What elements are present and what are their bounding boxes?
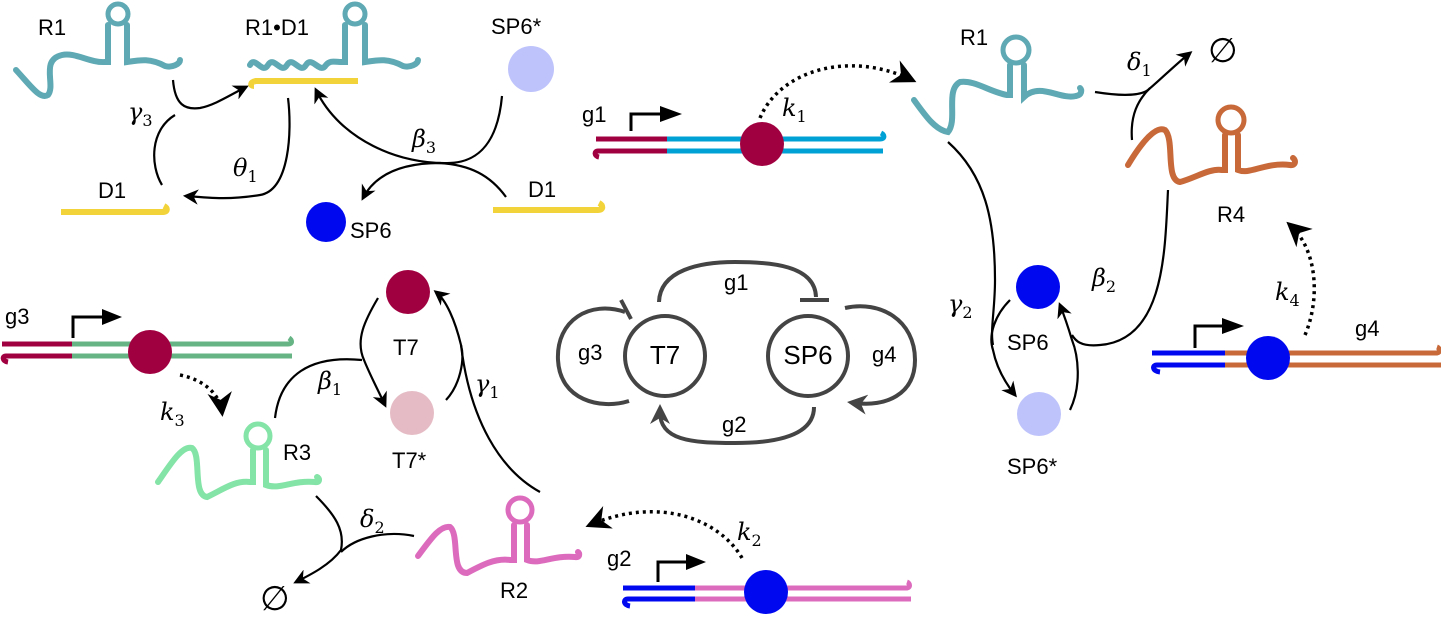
label-t7-star: T7*: [392, 448, 427, 473]
arrow-gamma1-r2-branch: [459, 344, 541, 493]
arrow-beta1-r3-branch: [273, 358, 363, 419]
arrow-theta1: [182, 97, 291, 205]
network-label-g3: g3: [578, 340, 602, 365]
label-g3: g3: [5, 304, 29, 329]
network-label-g4: g4: [872, 342, 896, 367]
network-repression-bar-g3: [619, 299, 633, 320]
label-sp6-right: SP6: [1007, 330, 1049, 355]
network-motif: T7 SP6 g1 g2 g3 g4: [555, 259, 918, 446]
network-label-t7: T7: [650, 340, 680, 370]
rate-gamma3: γ3: [128, 98, 153, 130]
network-label-g1: g1: [724, 270, 748, 295]
promoter-arrow-g2: [656, 560, 686, 582]
sp6-active-right: [1016, 265, 1060, 309]
rate-delta1: δ1: [1127, 48, 1152, 80]
d1-free-right: [493, 200, 606, 213]
r2-rna: [415, 495, 583, 577]
t7-active: [386, 270, 430, 314]
t7-inactive: [390, 391, 434, 435]
network-node-sp6: [766, 314, 850, 398]
label-r4: R4: [1217, 202, 1245, 227]
sp6-inactive-right: [1017, 392, 1061, 436]
label-g4: g4: [1355, 316, 1379, 341]
network-label-sp6: SP6: [783, 340, 832, 370]
rate-gamma2: γ2: [948, 290, 973, 322]
r3-rna: [155, 421, 323, 501]
arrow-delta2: [293, 495, 343, 584]
rate-gamma1: γ1: [475, 370, 500, 402]
promoter-arrow-g3: [71, 315, 102, 338]
rate-k3: k3: [160, 398, 185, 430]
r4-rna: [1125, 104, 1298, 186]
label-sp6-star-top: SP6*: [491, 14, 542, 39]
label-d1-left: D1: [98, 178, 126, 203]
promoter-arrow-g4: [1193, 324, 1222, 348]
arrow-gamma2-r1-branch: [947, 141, 997, 346]
arrow-k2: [585, 506, 744, 559]
network-edge-g4: [844, 304, 918, 415]
gene-g1: [592, 106, 887, 166]
rate-beta2: β2: [1091, 264, 1116, 296]
rate-beta1: β1: [317, 367, 342, 399]
rate-delta2: δ2: [360, 505, 385, 537]
arrow-k3: [179, 373, 232, 417]
label-r2: R2: [500, 578, 528, 603]
arrow-gamma3-d1-branch: [153, 114, 176, 186]
rate-theta1: θ1: [233, 154, 258, 186]
network-edge-g1: [657, 259, 818, 303]
rate-beta3: β3: [411, 125, 436, 157]
arrow-beta3-sp6-out: [361, 161, 507, 201]
promoter-arrow-g1: [629, 112, 660, 131]
label-d1-right: D1: [528, 177, 556, 202]
arrow-gamma3: [171, 79, 249, 110]
arrow-delta2-r2-branch: [340, 532, 415, 553]
d1-free-left: [61, 203, 170, 215]
gene-g4: [1151, 318, 1441, 380]
label-sp6-top: SP6: [350, 218, 392, 243]
label-r1-topright: R1: [960, 25, 988, 50]
rate-k1: k1: [782, 94, 807, 126]
label-g2: g2: [607, 546, 631, 571]
arrow-beta3: [314, 87, 504, 165]
arrow-delta1-r4-branch: [1130, 87, 1151, 141]
label-sp6-star-right: SP6*: [1007, 454, 1058, 479]
arrow-beta1: [359, 297, 387, 408]
arrow-gamma2: [990, 299, 1017, 398]
label-r3: R3: [283, 440, 311, 465]
r1-rna-topleft: [13, 1, 183, 99]
r1d1-complex: [247, 1, 421, 89]
arrow-beta2: [1057, 302, 1079, 411]
label-t7-left: T7: [393, 335, 419, 360]
arrow-gamma1: [433, 290, 464, 401]
network-edge-g2: [650, 404, 816, 446]
empty-set-top: ∅: [1208, 31, 1238, 71]
network-edge-g3: [555, 306, 630, 406]
arrow-k4: [1286, 221, 1316, 336]
label-r1-topleft: R1: [38, 15, 66, 40]
rate-k2: k2: [737, 518, 762, 550]
gene-g2: [622, 554, 912, 614]
rate-k4: k4: [1275, 278, 1300, 310]
sp6-inactive-top: [508, 46, 554, 92]
r1-rna-topright: [911, 34, 1085, 136]
label-r1d1: R1•D1: [245, 15, 309, 40]
empty-set-bottom: ∅: [260, 579, 290, 618]
arrow-beta2-r4-branch: [1071, 189, 1170, 347]
arrow-k1: [758, 60, 917, 119]
label-g1: g1: [582, 102, 606, 127]
sp6-active-top: [306, 202, 346, 242]
network-label-g2: g2: [722, 412, 746, 437]
network-node-t7: [623, 314, 707, 398]
gene-g3: [0, 309, 294, 374]
